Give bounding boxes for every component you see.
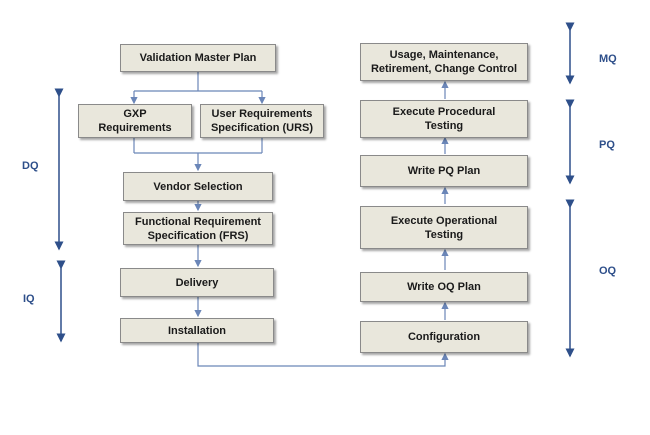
vendor-selection-box: Vendor Selection — [123, 172, 273, 201]
oq-label: OQ — [599, 265, 617, 277]
mq-label: MQ — [599, 53, 617, 65]
usage-maintenance-box: Usage, Maintenance, Retirement, Change C… — [360, 43, 528, 81]
iq-label: IQ — [23, 293, 35, 305]
validation-master-plan-box: Validation Master Plan — [120, 44, 276, 72]
left-flow-connectors — [130, 72, 449, 367]
connector-installation-to-configuration — [197, 343, 449, 367]
phase-arrows — [54, 22, 575, 358]
urs-box: User Requirements Specification (URS) — [200, 104, 324, 138]
frs-box: Functional Requirement Specification (FR… — [123, 212, 273, 245]
gxp-requirements-box: GXP Requirements — [78, 104, 192, 138]
execute-operational-testing-box: Execute Operational Testing — [360, 206, 528, 249]
write-pq-plan-box: Write PQ Plan — [360, 155, 528, 187]
execute-procedural-testing-box: Execute Procedural Testing — [360, 100, 528, 138]
installation-box: Installation — [120, 318, 274, 343]
dq-label: DQ — [22, 160, 39, 172]
pq-label: PQ — [599, 139, 615, 151]
delivery-box: Delivery — [120, 268, 274, 297]
configuration-box: Configuration — [360, 321, 528, 353]
write-oq-plan-box: Write OQ Plan — [360, 272, 528, 302]
